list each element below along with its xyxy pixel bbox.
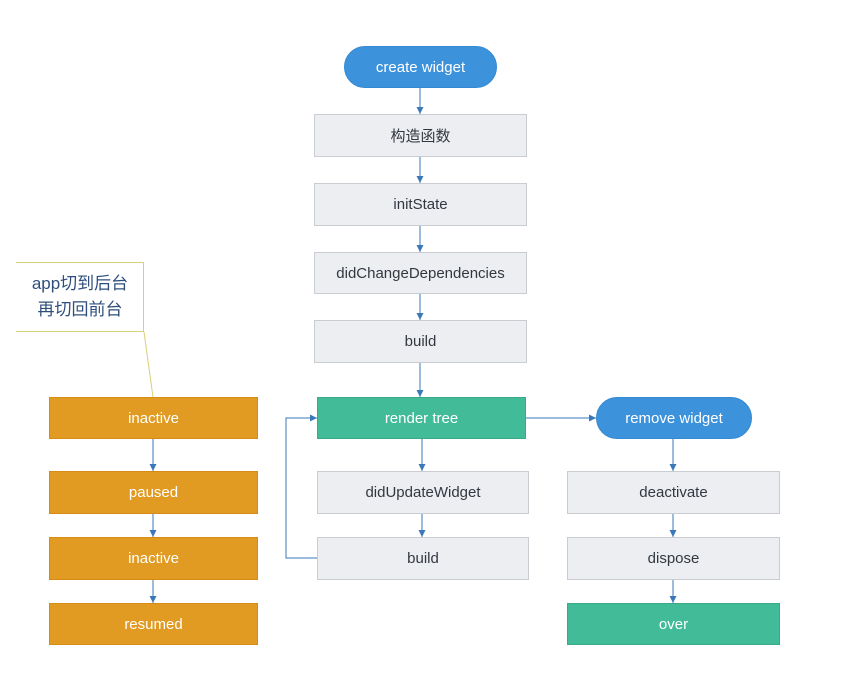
over-node: over bbox=[567, 603, 780, 645]
dispose-node: dispose bbox=[567, 537, 780, 580]
build-node: build bbox=[314, 320, 527, 363]
did-change-dependencies-node: didChangeDependencies bbox=[314, 252, 527, 294]
rebuild-node: build bbox=[317, 537, 529, 580]
app-background-note: app切到后台 再切回前台 bbox=[16, 262, 144, 332]
resumed-node: resumed bbox=[49, 603, 258, 645]
note-leader-line bbox=[143, 331, 154, 398]
note-line-2: 再切回前台 bbox=[37, 300, 123, 319]
create-widget-node: create widget bbox=[344, 46, 497, 88]
render-tree-node: render tree bbox=[317, 397, 526, 439]
deactivate-node: deactivate bbox=[567, 471, 780, 514]
inactive-node-2: inactive bbox=[49, 537, 258, 580]
did-update-widget-node: didUpdateWidget bbox=[317, 471, 529, 514]
note-frame bbox=[16, 262, 144, 332]
paused-node: paused bbox=[49, 471, 258, 514]
constructor-node: 构造函数 bbox=[314, 114, 527, 157]
inactive-node-1: inactive bbox=[49, 397, 258, 439]
remove-widget-node: remove widget bbox=[596, 397, 752, 439]
arrow-build-loop-to-render-tree bbox=[285, 414, 318, 559]
init-state-node: initState bbox=[314, 183, 527, 226]
note-line-1: app切到后台 bbox=[31, 274, 129, 293]
